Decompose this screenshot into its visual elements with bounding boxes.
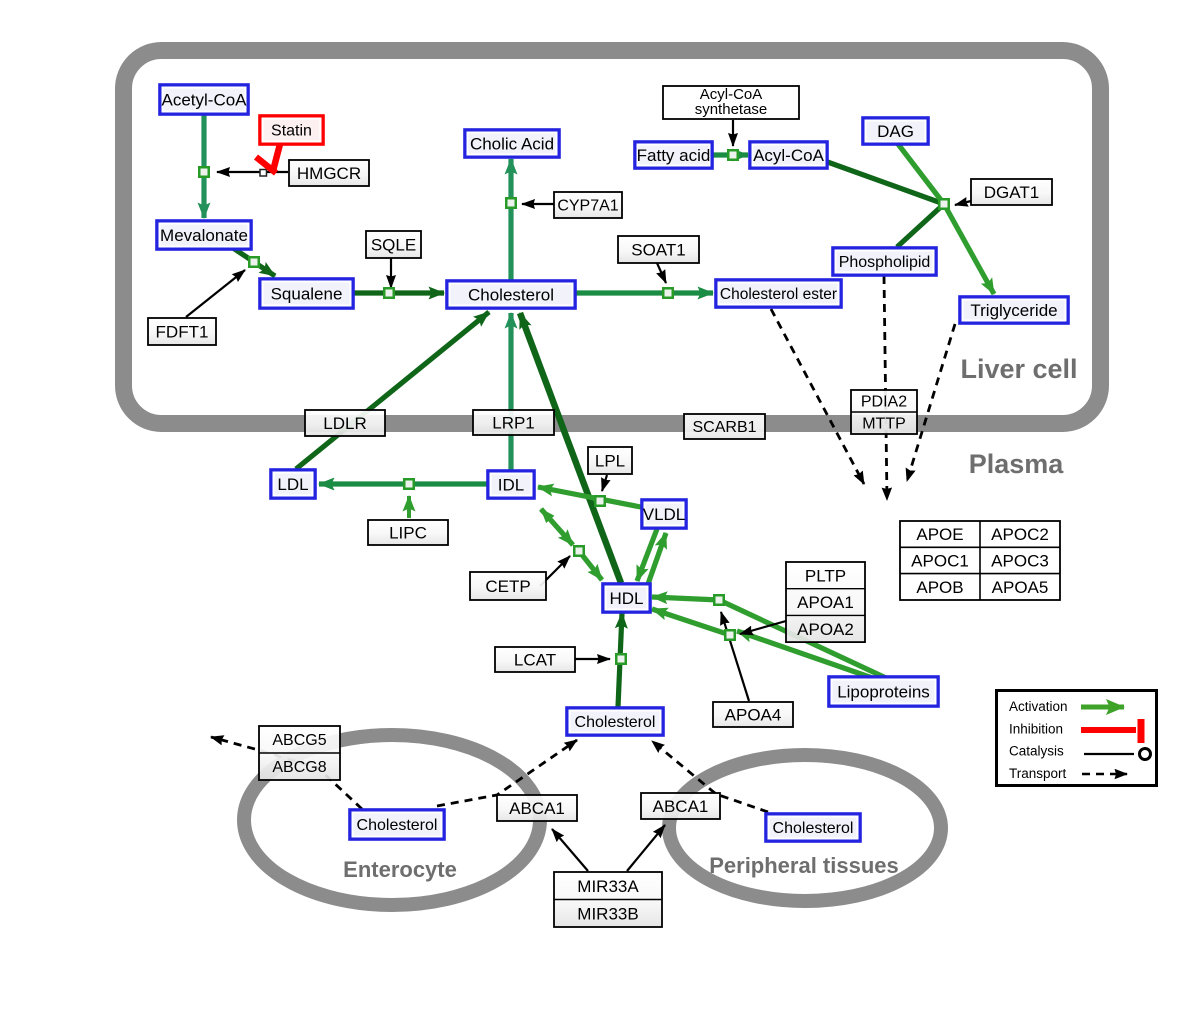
svg-text:Triglyceride: Triglyceride: [970, 301, 1057, 320]
svg-text:MIR33A: MIR33A: [577, 877, 639, 896]
svg-text:Peripheral tissues: Peripheral tissues: [709, 853, 899, 878]
svg-text:LDLR: LDLR: [323, 414, 366, 433]
svg-text:LRP1: LRP1: [492, 414, 535, 433]
svg-text:DGAT1: DGAT1: [984, 183, 1039, 202]
svg-text:CETP: CETP: [485, 577, 530, 596]
svg-text:ABCA1: ABCA1: [653, 797, 709, 816]
svg-text:HDL: HDL: [609, 589, 643, 608]
svg-text:APOC3: APOC3: [991, 552, 1049, 571]
svg-text:DAG: DAG: [877, 122, 914, 141]
svg-text:Cholesterol: Cholesterol: [468, 286, 554, 305]
svg-text:MIR33B: MIR33B: [577, 904, 638, 923]
svg-text:ABCG5: ABCG5: [272, 732, 326, 749]
svg-text:Liver cell: Liver cell: [960, 354, 1077, 384]
svg-text:APOC1: APOC1: [911, 552, 969, 571]
svg-text:FDFT1: FDFT1: [156, 323, 209, 342]
svg-text:PLTP: PLTP: [805, 566, 846, 585]
svg-text:Lipoproteins: Lipoproteins: [837, 683, 930, 702]
svg-text:MTTP: MTTP: [862, 416, 906, 433]
svg-text:Transport: Transport: [1009, 766, 1067, 781]
svg-text:Cholic Acid: Cholic Acid: [470, 135, 554, 154]
svg-text:LPL: LPL: [595, 452, 625, 471]
svg-text:SOAT1: SOAT1: [631, 241, 685, 260]
svg-text:Plasma: Plasma: [969, 449, 1065, 479]
svg-text:SCARB1: SCARB1: [692, 419, 756, 436]
svg-text:PDIA2: PDIA2: [861, 394, 907, 411]
svg-text:APOE: APOE: [916, 525, 963, 544]
svg-text:Statin: Statin: [271, 123, 312, 140]
svg-text:Cholesterol: Cholesterol: [357, 817, 438, 834]
svg-text:LCAT: LCAT: [514, 651, 556, 670]
svg-text:ABCA1: ABCA1: [509, 799, 565, 818]
svg-text:ABCG8: ABCG8: [272, 759, 326, 776]
svg-text:SQLE: SQLE: [371, 236, 416, 255]
svg-text:APOA1: APOA1: [797, 593, 854, 612]
svg-text:HMGCR: HMGCR: [297, 164, 361, 183]
svg-text:APOA5: APOA5: [992, 578, 1049, 597]
svg-text:APOB: APOB: [916, 578, 963, 597]
svg-text:Squalene: Squalene: [271, 285, 343, 304]
svg-text:Catalysis: Catalysis: [1009, 744, 1064, 759]
svg-text:IDL: IDL: [498, 476, 524, 495]
svg-text:Fatty acid: Fatty acid: [637, 146, 711, 165]
svg-text:Cholesterol: Cholesterol: [773, 820, 854, 837]
svg-text:Acyl-CoA: Acyl-CoA: [700, 86, 763, 103]
svg-text:LDL: LDL: [277, 475, 308, 494]
svg-text:Acetyl-CoA: Acetyl-CoA: [161, 91, 247, 110]
svg-text:Mevalonate: Mevalonate: [160, 226, 248, 245]
svg-text:Cholesterol: Cholesterol: [575, 714, 656, 731]
svg-text:synthetase: synthetase: [695, 101, 768, 118]
svg-text:LIPC: LIPC: [389, 524, 427, 543]
svg-text:Inhibition: Inhibition: [1009, 721, 1063, 736]
svg-text:Activation: Activation: [1009, 699, 1068, 714]
svg-text:APOA4: APOA4: [725, 706, 782, 725]
svg-text:CYP7A1: CYP7A1: [557, 198, 618, 215]
svg-text:APOC2: APOC2: [991, 525, 1049, 544]
svg-text:APOA2: APOA2: [797, 620, 854, 639]
svg-text:Acyl-CoA: Acyl-CoA: [753, 146, 825, 165]
svg-text:Phospholipid: Phospholipid: [839, 254, 931, 271]
svg-text:Cholesterol ester: Cholesterol ester: [720, 286, 837, 303]
svg-text:Enterocyte: Enterocyte: [343, 857, 457, 882]
svg-text:VLDL: VLDL: [643, 505, 686, 524]
